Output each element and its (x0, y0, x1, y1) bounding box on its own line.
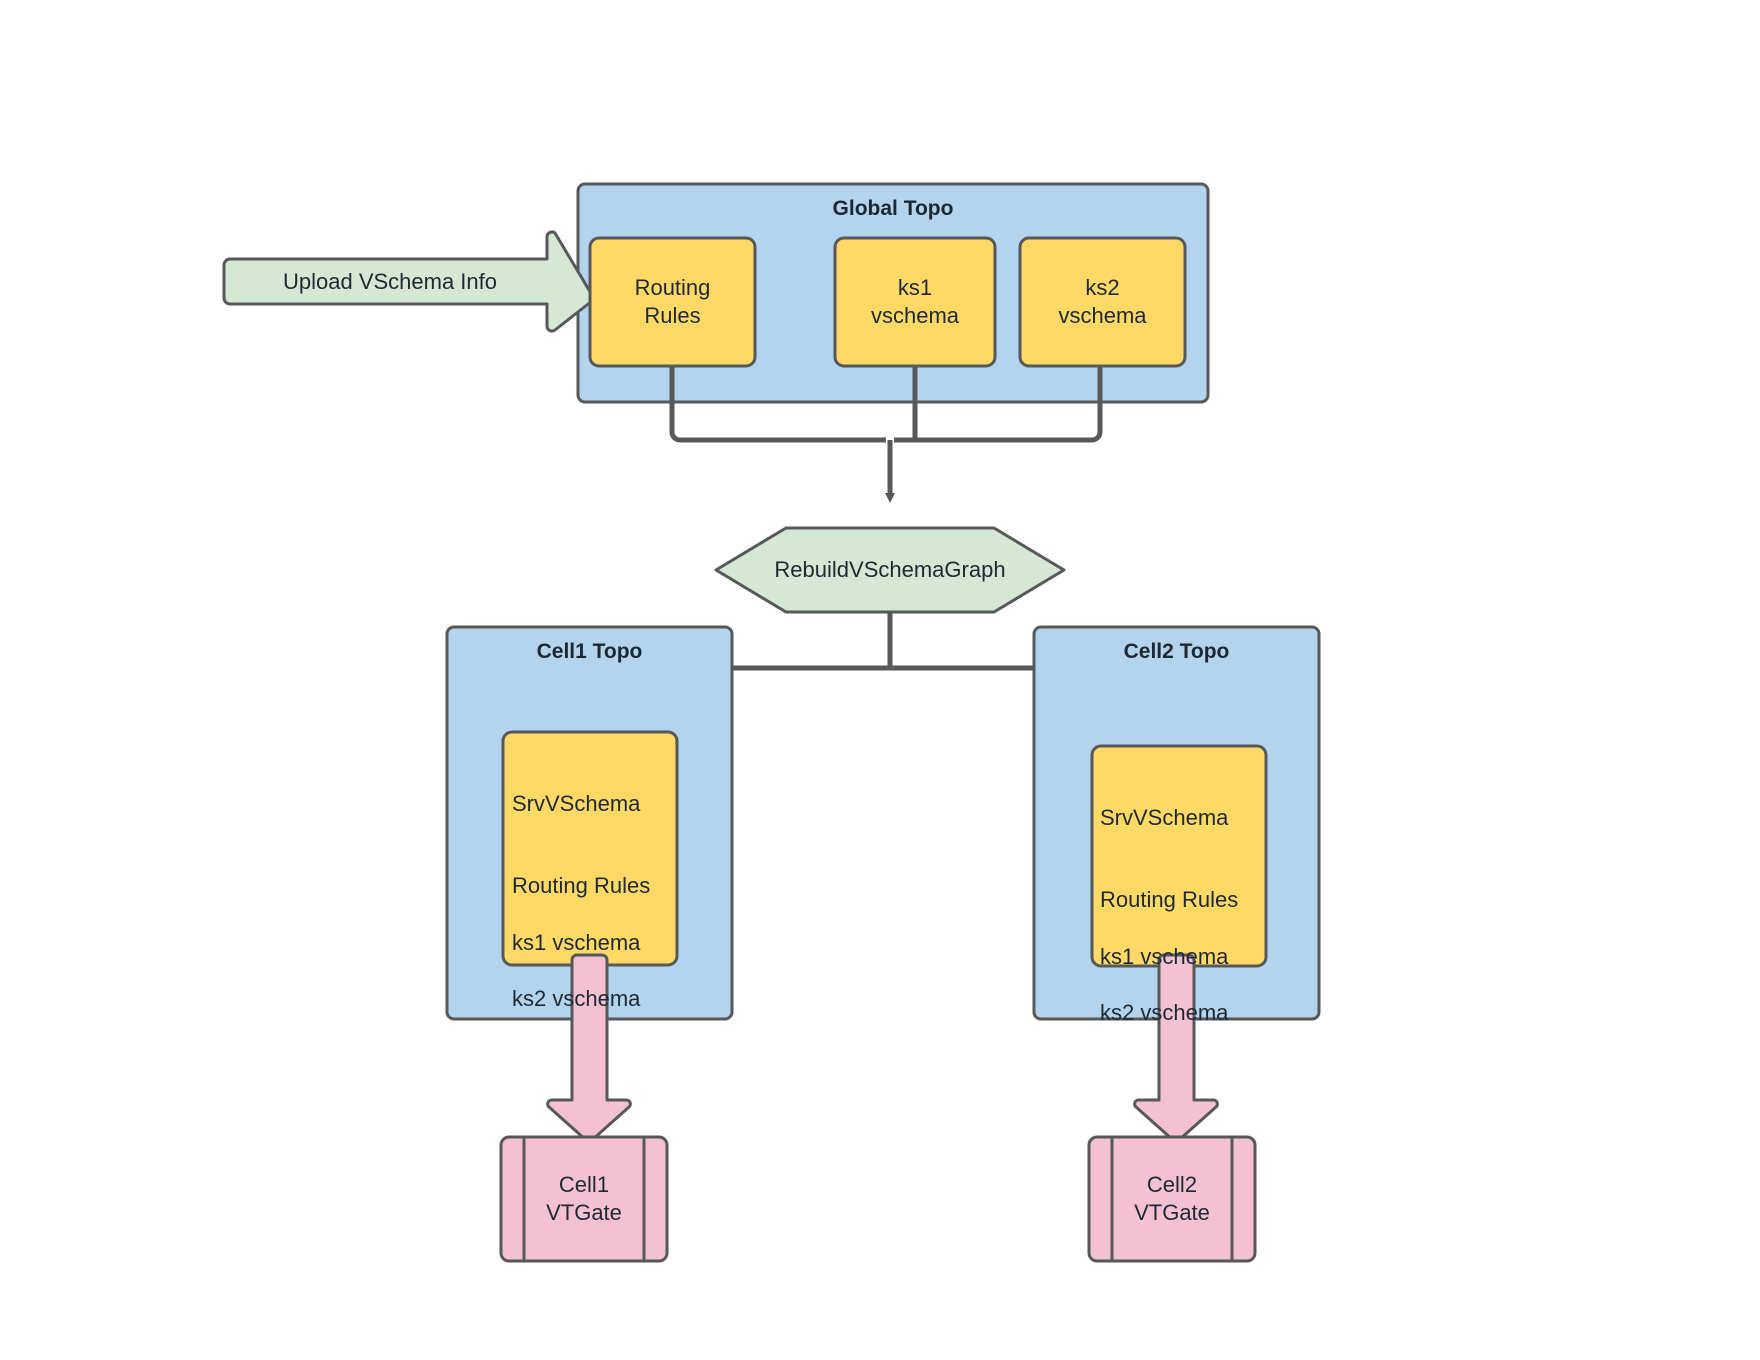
upload-vschema-info-arrow[interactable] (222, 230, 595, 333)
ks2-vschema-node[interactable] (1018, 236, 1187, 368)
cell1-vtgate-node[interactable] (499, 1135, 669, 1263)
rebuild-vschema-graph-hexagon[interactable] (714, 526, 1066, 614)
routing-rules-node[interactable] (588, 236, 757, 368)
cell2-srvvschema-to-vtgate-arrow (1133, 953, 1219, 1143)
cell1-srvvschema-node[interactable] (501, 730, 679, 967)
cell2-vtgate-node[interactable] (1087, 1135, 1257, 1263)
cell2-srvvschema-node[interactable] (1090, 744, 1268, 968)
cell1-srvvschema-to-vtgate-arrow (546, 953, 632, 1143)
ks1-vschema-node[interactable] (833, 236, 997, 368)
edge-ks2-to-rebuild (894, 366, 1103, 443)
edge-routing-rules-to-rebuild (669, 366, 886, 443)
